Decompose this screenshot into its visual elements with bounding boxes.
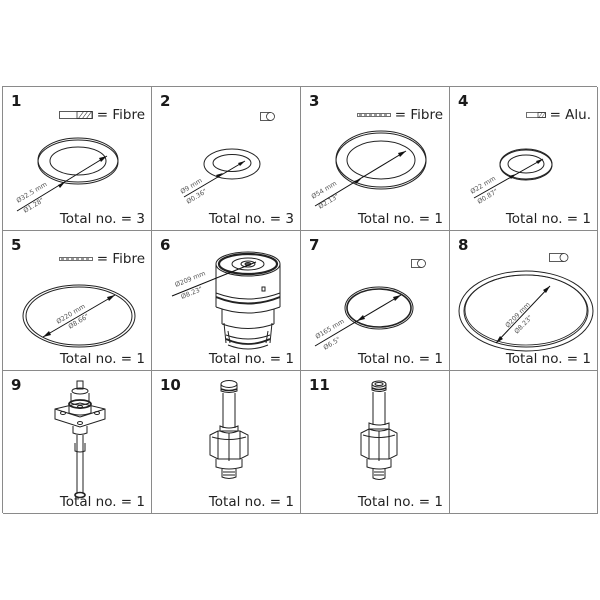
part-cell-1: 1 = Fibre Ø32.5 mm Ø1.28" Total no. = 3 xyxy=(3,87,152,231)
part-number: 4 xyxy=(458,92,469,110)
dimension-inch: Ø6.5" xyxy=(322,335,342,351)
part-number: 2 xyxy=(160,92,171,110)
total-count: Total no. = 1 xyxy=(59,494,145,510)
total-count: Total no. = 1 xyxy=(357,494,443,510)
material-legend: = Fibre xyxy=(356,107,443,123)
material-label: = Fibre xyxy=(96,251,145,267)
material-label: = Fibre xyxy=(394,107,443,123)
part-number: 5 xyxy=(11,236,22,254)
o-ring-section-icon xyxy=(260,112,275,121)
o-ring-drawing: Ø165 mm Ø6.5" xyxy=(314,286,414,352)
pilot-valve-drawing xyxy=(209,380,249,479)
part-number: 9 xyxy=(11,376,22,394)
part-cell-8: 8 Ø209 mm Ø8.23" Total no. = 1 xyxy=(450,231,598,371)
part-number: 8 xyxy=(458,236,469,254)
pilot-valve-drawing xyxy=(360,380,398,480)
total-count: Total no. = 1 xyxy=(505,351,591,367)
part-cell-5: 5 = Fibre Ø220 mm Ø8.66" Total no. = 1 xyxy=(3,231,152,371)
flat-gasket-drawing: Ø32.5 mm Ø1.28" xyxy=(15,137,119,215)
part-cell-11: 11 Total no. = 1 xyxy=(301,371,450,514)
total-count: Total no. = 3 xyxy=(208,211,294,227)
material-label: = Alu. xyxy=(549,107,591,123)
valve-insert-drawing: Ø209 mm Ø8.23" xyxy=(171,251,281,350)
spindle-assembly-drawing xyxy=(54,380,106,499)
flat-gasket-drawing: Ø54 mm Ø2.13" xyxy=(310,130,427,211)
total-count: Total no. = 1 xyxy=(357,211,443,227)
dimension-mm: Ø209 mm xyxy=(174,269,207,289)
part-cell-6: 6 xyxy=(152,231,301,371)
part-number: 10 xyxy=(160,376,181,394)
aluminium-gasket-section-icon xyxy=(525,112,546,118)
part-number: 7 xyxy=(309,236,320,254)
hatched-gasket-section-icon xyxy=(58,111,93,119)
part-cell-4: 4 = Alu. Ø22 mm Ø0.87" Total no. = 1 xyxy=(450,87,598,231)
dashed-gasket-section-icon xyxy=(58,257,93,261)
part-cell-7: 7 Ø165 mm Ø6.5" Total no. = 1 xyxy=(301,231,450,371)
material-legend: = Fibre xyxy=(58,251,145,267)
o-ring-drawing: Ø9 mm Ø0.36" xyxy=(179,148,261,206)
flat-gasket-drawing: Ø22 mm Ø0.87" xyxy=(469,148,553,206)
total-count: Total no. = 1 xyxy=(208,351,294,367)
thin-gasket-drawing: Ø220 mm Ø8.66" xyxy=(22,284,136,348)
material-label: = Fibre xyxy=(96,107,145,123)
part-number: 6 xyxy=(160,236,171,254)
part-cell-9: 9 Total no. = 1 xyxy=(3,371,152,514)
part-cell-10: 10 Total no. = 1 xyxy=(152,371,301,514)
total-count: Total no. = 1 xyxy=(208,494,294,510)
dimension-inch: Ø8.23" xyxy=(180,285,204,301)
large-o-ring-drawing: Ø209 mm Ø8.23" xyxy=(458,270,594,352)
total-count: Total no. = 1 xyxy=(59,351,145,367)
part-cell-3: 3 = Fibre Ø54 mm Ø2.13" Total no. = 1 xyxy=(301,87,450,231)
total-count: Total no. = 1 xyxy=(505,211,591,227)
empty-cell xyxy=(450,371,598,514)
part-number: 3 xyxy=(309,92,320,110)
o-ring-section-icon xyxy=(411,259,426,268)
part-number: 11 xyxy=(309,376,330,394)
material-legend: = Fibre xyxy=(58,107,145,123)
dashed-gasket-section-icon xyxy=(356,113,391,117)
total-count: Total no. = 1 xyxy=(357,351,443,367)
part-number: 1 xyxy=(11,92,22,110)
o-ring-section-icon xyxy=(549,253,569,262)
total-count: Total no. = 3 xyxy=(59,211,145,227)
parts-grid: 1 = Fibre Ø32.5 mm Ø1.28" Total no. = 3 … xyxy=(2,86,598,514)
part-cell-2: 2 Ø9 mm Ø0.36" Total no. = 3 xyxy=(152,87,301,231)
material-legend: = Alu. xyxy=(525,107,591,123)
